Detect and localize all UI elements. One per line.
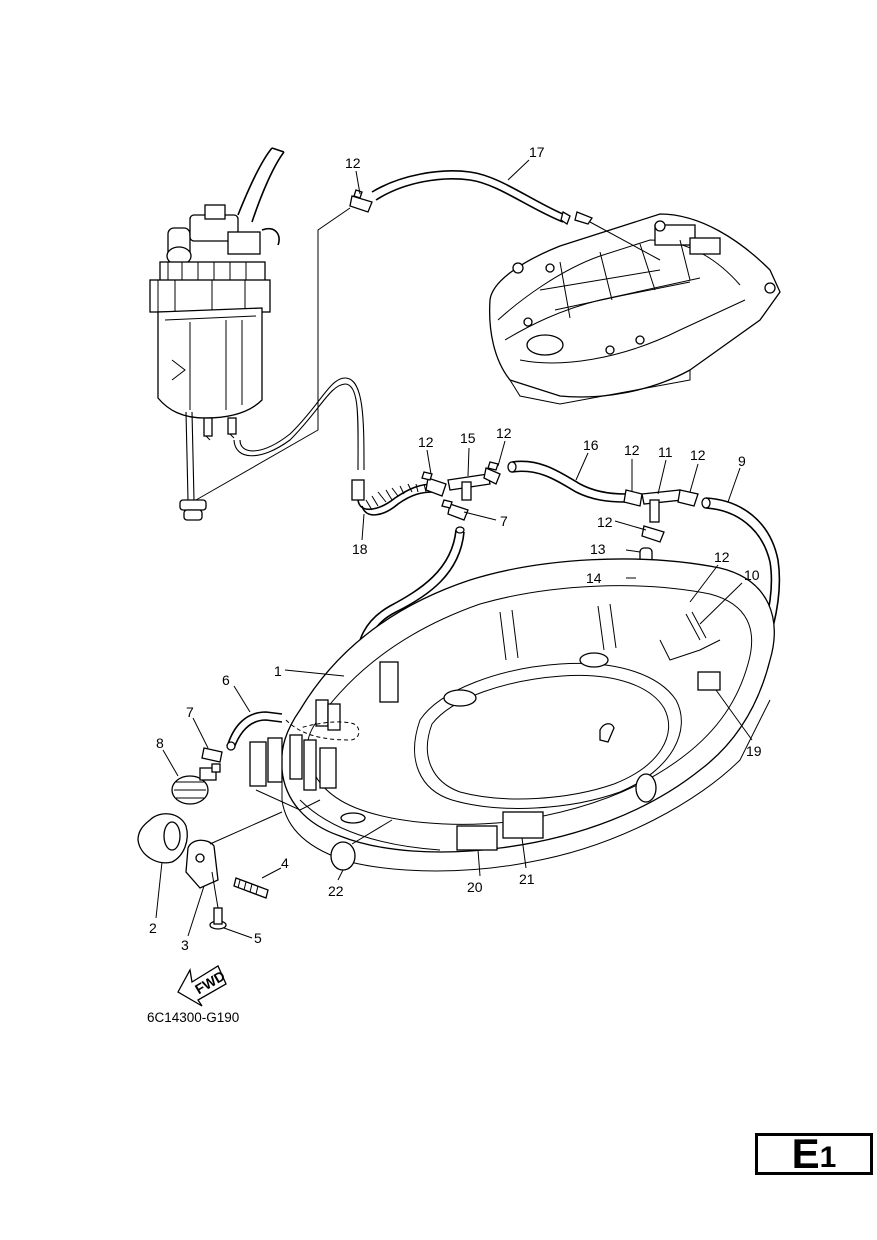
section-letter: E xyxy=(791,1130,820,1177)
callout-10: 10 xyxy=(744,567,760,583)
leader-lines xyxy=(155,159,753,939)
mount-plate xyxy=(488,213,781,405)
plug-22 xyxy=(330,841,356,871)
callout-12: 12 xyxy=(714,549,730,565)
callout-9: 9 xyxy=(738,453,746,469)
hose-18-assembly xyxy=(351,461,501,521)
callout-6: 6 xyxy=(222,672,230,688)
section-number: 1 xyxy=(819,1141,837,1174)
callout-17: 17 xyxy=(529,144,545,160)
callout-7: 7 xyxy=(186,704,194,720)
callout-21: 21 xyxy=(519,871,535,887)
hose-6 xyxy=(201,711,283,763)
callout-12: 12 xyxy=(624,442,640,458)
callout-20: 20 xyxy=(467,879,483,895)
section-badge: E 1 xyxy=(755,1133,873,1175)
bottom-cowling xyxy=(249,558,775,872)
callout-19: 19 xyxy=(746,743,762,759)
callout-4: 4 xyxy=(281,855,289,871)
callout-12: 12 xyxy=(418,434,434,450)
callout-12: 12 xyxy=(597,514,613,530)
hose-17 xyxy=(349,170,661,261)
callout-14: 14 xyxy=(586,570,602,586)
fwd-arrow-icon: FWD xyxy=(177,965,228,1007)
callout-15: 15 xyxy=(460,430,476,446)
callout-22: 22 xyxy=(328,883,344,899)
callout-12: 12 xyxy=(345,155,361,171)
diagram-code: 6C14300-G190 xyxy=(147,1010,240,1025)
callout-18: 18 xyxy=(352,541,368,557)
callout-2: 2 xyxy=(149,920,157,936)
hose-16-assembly xyxy=(507,460,699,543)
vapor-separator-assembly xyxy=(149,147,365,521)
callout-13: 13 xyxy=(590,541,606,557)
callout-12: 12 xyxy=(496,425,512,441)
callout-16: 16 xyxy=(583,437,599,453)
callout-8: 8 xyxy=(156,735,164,751)
callout-5: 5 xyxy=(254,930,262,946)
callout-11: 11 xyxy=(658,444,673,460)
callout-1: 1 xyxy=(274,663,282,679)
callout-labels: 12 17 12 15 12 16 12 11 12 9 7 18 12 13 … xyxy=(149,144,762,953)
callout-3: 3 xyxy=(181,937,189,953)
callout-12: 12 xyxy=(690,447,706,463)
callout-7: 7 xyxy=(500,513,508,529)
fuel-connector xyxy=(137,763,283,930)
